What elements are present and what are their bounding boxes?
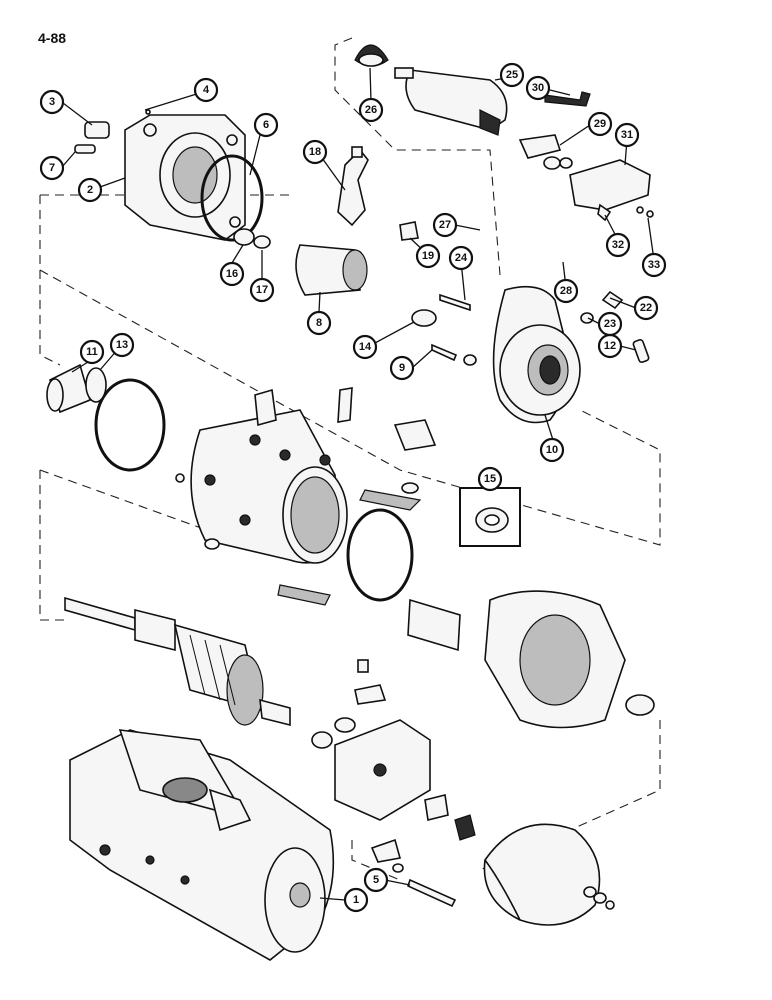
callout-8: 8: [306, 310, 332, 336]
callout-25: 25: [499, 62, 525, 88]
callout-10: 10: [539, 437, 565, 463]
svg-text:11: 11: [86, 346, 98, 358]
callout-32: 32: [605, 232, 631, 258]
callout-labels: 1 2 3 4 5 6 7 8 9 10 11 12 13 14 15 16 1…: [39, 62, 667, 913]
svg-text:27: 27: [439, 219, 451, 231]
callout-18: 18: [302, 139, 328, 165]
callout-29: 29: [587, 111, 613, 137]
callout-12: 12: [597, 333, 623, 359]
drive-end-housing: [74, 109, 246, 241]
svg-text:1: 1: [353, 894, 359, 906]
svg-text:10: 10: [546, 444, 558, 456]
pinion-drive: [233, 228, 368, 296]
terminal-cover: [569, 159, 651, 211]
callout-22: 22: [633, 295, 659, 321]
solenoid-assembly: [354, 44, 654, 222]
svg-text:3: 3: [49, 96, 55, 108]
callout-28: 28: [553, 278, 579, 304]
svg-text:14: 14: [359, 341, 372, 353]
svg-text:9: 9: [399, 362, 405, 374]
terminal-bracket: [518, 134, 562, 159]
end-cap: [483, 823, 615, 926]
svg-text:26: 26: [365, 104, 377, 116]
callout-1: 1: [343, 887, 369, 913]
callout-26: 26: [358, 97, 384, 123]
shift-lever: [337, 146, 419, 241]
callout-23: 23: [597, 311, 623, 337]
callout-9: 9: [389, 355, 415, 381]
callout-14: 14: [352, 334, 378, 360]
svg-text:12: 12: [604, 340, 616, 352]
callout-27: 27: [432, 212, 458, 238]
svg-text:29: 29: [594, 118, 606, 130]
svg-text:5: 5: [373, 874, 379, 886]
callout-2: 2: [77, 177, 103, 203]
callout-6: 6: [253, 112, 279, 138]
svg-text:6: 6: [263, 119, 269, 131]
svg-text:32: 32: [612, 239, 624, 251]
svg-text:22: 22: [640, 302, 652, 314]
callout-17: 17: [249, 277, 275, 303]
callout-13: 13: [109, 332, 135, 358]
svg-text:2: 2: [87, 184, 93, 196]
callout-15: 15: [477, 466, 503, 492]
callout-24: 24: [448, 245, 474, 271]
callout-5: 5: [363, 867, 389, 893]
svg-text:18: 18: [309, 146, 321, 158]
svg-text:17: 17: [256, 284, 268, 296]
svg-text:15: 15: [484, 473, 496, 485]
svg-text:4: 4: [203, 84, 210, 96]
svg-text:19: 19: [422, 250, 434, 262]
callout-4: 4: [193, 77, 219, 103]
field-frame: [175, 387, 437, 606]
callout-19: 19: [415, 243, 441, 269]
field-coils: [407, 590, 655, 729]
callout-31: 31: [614, 122, 640, 148]
o-ring-large-1: [94, 378, 166, 472]
o-ring-6: [200, 154, 264, 242]
o-ring-large-2: [346, 508, 414, 602]
svg-text:24: 24: [455, 252, 468, 264]
callout-33: 33: [641, 252, 667, 278]
callout-3: 3: [39, 89, 65, 115]
svg-text:33: 33: [648, 259, 660, 271]
callout-16: 16: [219, 261, 245, 287]
inset-washer-box: [459, 487, 521, 547]
svg-text:28: 28: [560, 285, 572, 297]
center-bearing-housing: [411, 285, 650, 424]
commutator-end-frame: [311, 659, 476, 908]
bushing-and-washer: [46, 363, 107, 414]
armature: [64, 596, 291, 727]
solenoid-lever-rod: [544, 91, 591, 107]
assembled-starter: [69, 729, 335, 961]
svg-text:23: 23: [604, 318, 616, 330]
svg-text:7: 7: [49, 162, 55, 174]
svg-text:13: 13: [116, 339, 128, 351]
page-number: 4-88: [38, 30, 67, 46]
svg-text:25: 25: [506, 69, 518, 81]
svg-text:30: 30: [532, 82, 544, 94]
svg-text:16: 16: [226, 268, 238, 280]
callout-30: 30: [525, 75, 551, 101]
callout-11: 11: [79, 339, 105, 365]
svg-text:8: 8: [316, 317, 322, 329]
callout-7: 7: [39, 155, 65, 181]
svg-text:31: 31: [621, 129, 633, 141]
